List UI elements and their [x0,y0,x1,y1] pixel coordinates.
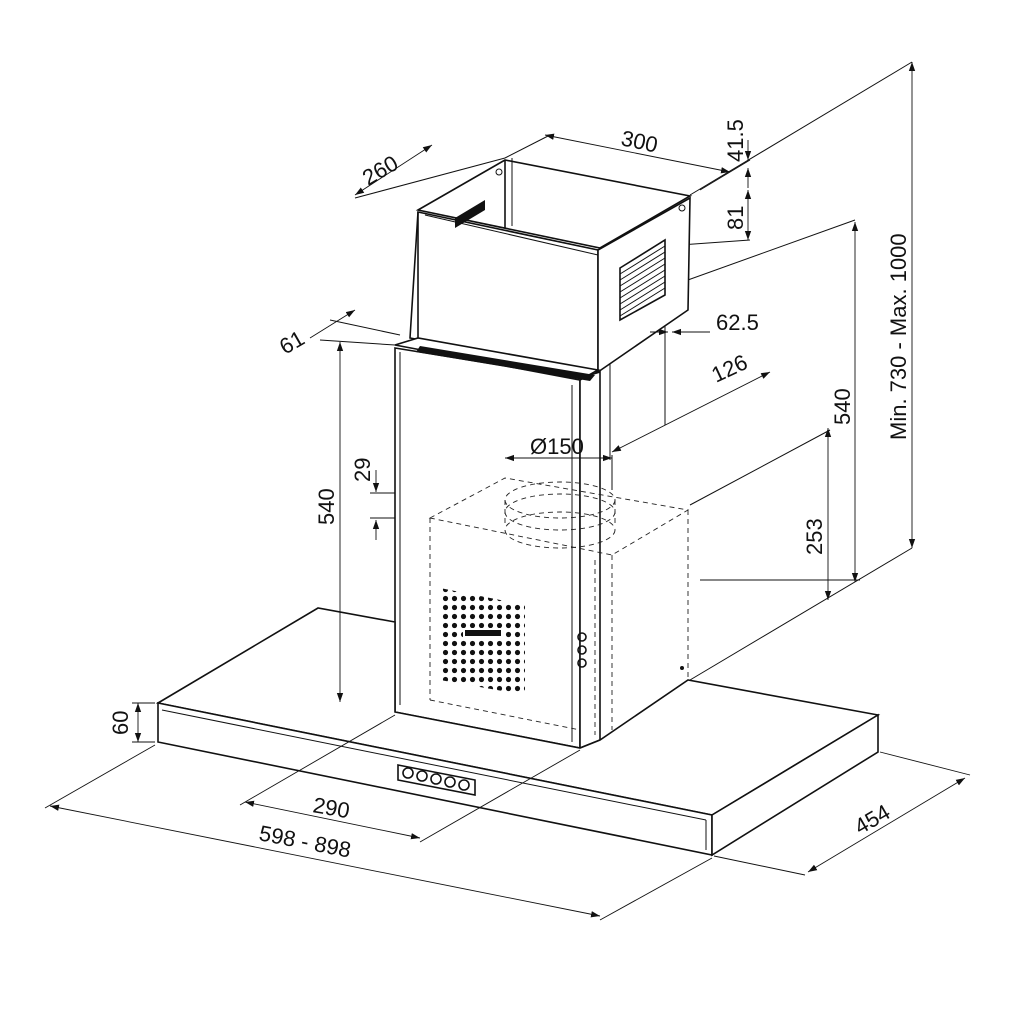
label-canopy-thickness: 60 [108,711,133,735]
upper-bracket [409,158,693,374]
label-outlet-height: 253 [802,518,827,555]
label-chimney-width: 300 [619,125,660,157]
label-collar-height: 29 [350,458,375,482]
label-bracket-height: 81 [723,206,748,230]
label-hood-width: 598 - 898 [257,820,353,862]
dimension-lines [44,62,971,921]
label-hood-depth: 454 [850,799,894,839]
label-bracket-offset: 61 [275,325,309,359]
label-side-offset: 62.5 [716,310,759,335]
label-chimney-height-right: 540 [830,388,855,425]
bracket-vent-icon [619,238,666,322]
label-top-offset: 41.5 [723,119,748,162]
label-duct-diameter: Ø150 [530,434,584,459]
motor-housing-hidden [428,477,690,735]
label-chimney-front-width: 290 [311,792,352,823]
label-wall-offset: 126 [708,349,752,387]
control-panel [397,764,476,796]
label-total-height: Min. 730 - Max. 1000 [886,233,911,440]
label-chimney-depth: 260 [358,150,402,190]
label-chimney-height-left: 540 [314,488,339,525]
motor-grille-icon [440,588,684,695]
